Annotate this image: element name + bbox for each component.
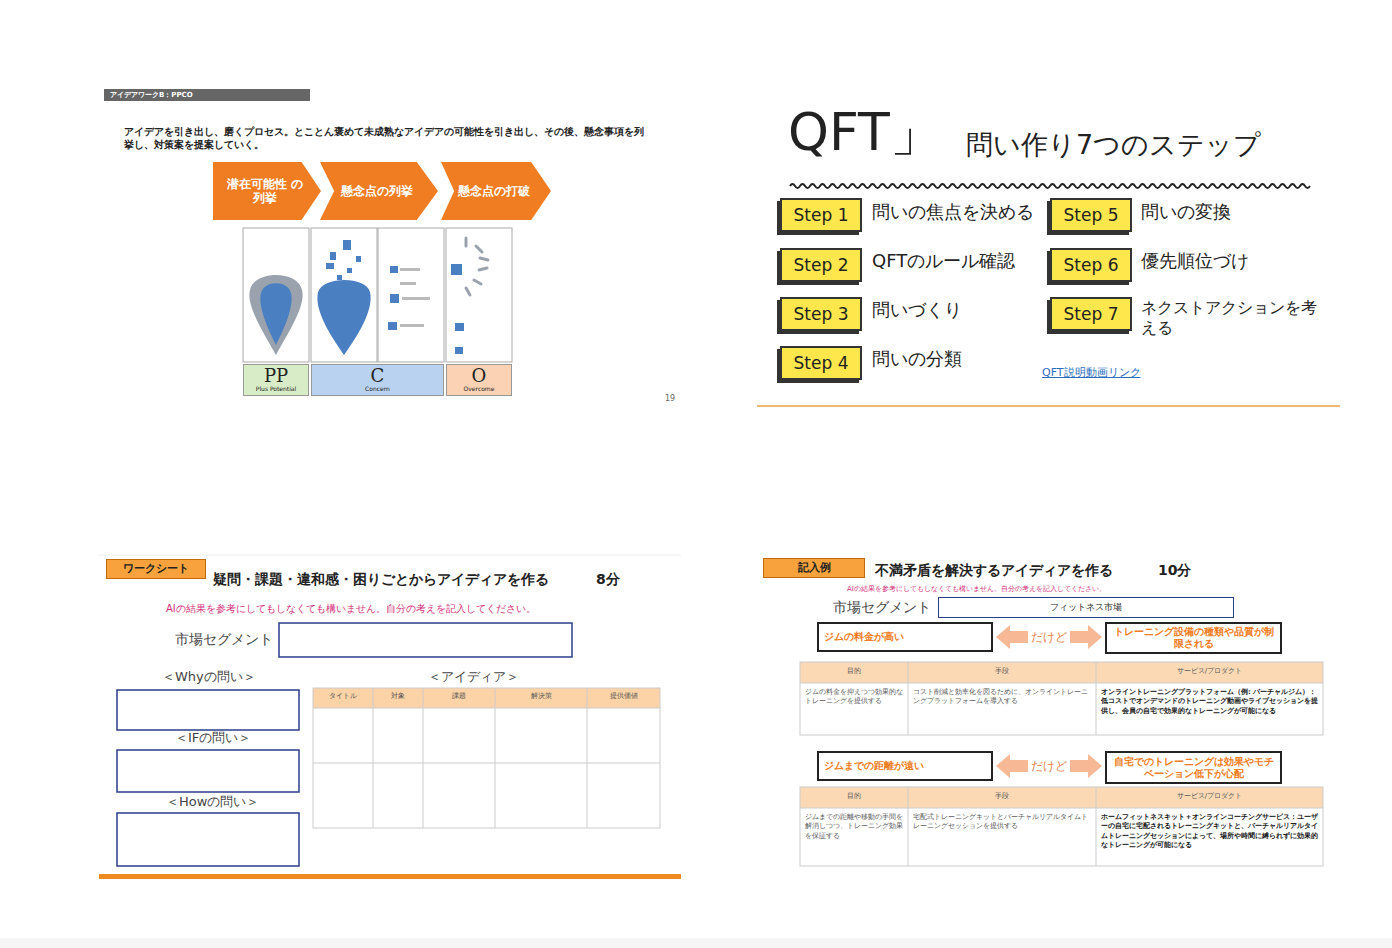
- double-arrow: [996, 625, 1102, 649]
- arrow-step: 懸念点の打破: [441, 162, 551, 220]
- table-header: 対象: [373, 692, 423, 701]
- problem-box: トレーニング設備の種類や品質が制限される: [1105, 622, 1282, 654]
- node-title: フィットネス市場: [1050, 602, 1122, 613]
- note: AIの結果を参考にしてもしなくても構いません。自分の考えを記入してください。: [166, 603, 536, 616]
- step-text: 優先順位づけ: [1141, 250, 1249, 273]
- field-label: 市場セグメント: [833, 599, 931, 617]
- description: アイデアを引き出し、磨くプロセス。とことん褒めて未成熟なアイデアの可能性を引き出…: [124, 126, 649, 151]
- node-title: ジムまでの距離が遠い: [824, 760, 924, 772]
- problem-box: 自宅でのトレーニングは効果やモチベーション低下が心配: [1105, 751, 1282, 784]
- header-bar: アイデアワークB：PPCO: [104, 89, 310, 101]
- table-header: 解決策: [495, 692, 587, 701]
- arrow-step: 懸念点の列挙: [320, 162, 438, 220]
- table-header: 目的: [800, 667, 908, 676]
- step-text: 問いづくり: [872, 299, 962, 322]
- step-box: Step 1: [780, 198, 862, 232]
- field-label: ＜IFの問い＞: [175, 730, 251, 746]
- step-box: Step 2: [780, 248, 862, 282]
- node-title: 懸念点の列挙: [341, 184, 413, 198]
- arrow-step: 潜在可能性 の列挙: [213, 162, 321, 220]
- step-box: Step 4: [780, 346, 862, 380]
- node-title: アイデアワークB：PPCO: [110, 91, 193, 99]
- tag: ワークシート: [106, 559, 206, 579]
- step-box: Step 3: [780, 297, 862, 331]
- tag: 記入例: [763, 558, 865, 578]
- phase-box: PPPlus Potential: [243, 364, 309, 396]
- node-title: Step 1: [794, 205, 849, 225]
- node-title: 自宅でのトレーニングは効果やモチベーション低下が心配: [1112, 756, 1275, 780]
- step-box: Step 6: [1050, 248, 1132, 282]
- node-subtitle: Plus Potential: [256, 385, 296, 392]
- field-label: 市場セグメント: [175, 631, 273, 649]
- table-header: 課題: [423, 692, 495, 701]
- link: QFT説明動画リンク: [1042, 366, 1141, 380]
- node-title: PP: [264, 367, 288, 385]
- problem-box: ジムの料金が高い: [817, 622, 993, 652]
- step-text: 問いの変換: [1141, 201, 1231, 224]
- field-label: ＜Whyの問い＞: [162, 669, 256, 685]
- node-title: Step 6: [1064, 255, 1119, 275]
- step-text: QFTのルール確認: [872, 250, 1015, 273]
- table-header: タイトル: [313, 692, 373, 701]
- field-label: ＜アイディア＞: [428, 669, 519, 685]
- table-cell: オンライントレーニングプラットフォーム（例: バーチャルジム）：低コストでオンデ…: [1101, 688, 1319, 716]
- node-title: ジムの料金が高い: [824, 631, 904, 643]
- phase-box: CConcern: [311, 364, 444, 396]
- time: 8分: [596, 571, 620, 589]
- sheet-title: 不満矛盾を解決するアイディアを作る: [875, 562, 1113, 580]
- node-subtitle: Overcome: [464, 385, 495, 392]
- slide-title: 問い作り7つのステップ: [966, 128, 1261, 162]
- table-cell: ホームフィットネスキット＋オンラインコーチングサービス：ユーザーの自宅に宅配され…: [1101, 813, 1319, 851]
- phase-box: OOvercome: [446, 364, 512, 396]
- sheet-title: 疑問・課題・違和感・困りごとからアイディアを作る: [213, 571, 549, 589]
- input-box: フィットネス市場: [938, 597, 1234, 618]
- step-text: 問いの分類: [872, 348, 962, 371]
- slide-title: QFT」: [788, 100, 942, 165]
- table-cell: 宅配式トレーニングキットとバーチャルリアルタイムトレーニングセッションを提供する: [913, 813, 1091, 832]
- edge-label: だけど: [1028, 759, 1070, 774]
- table-header: 手段: [908, 667, 1096, 676]
- table-header: サービス/プロダクト: [1096, 667, 1323, 676]
- table-header: サービス/プロダクト: [1096, 792, 1323, 801]
- step-text: 問いの焦点を決める: [872, 201, 1034, 224]
- node-title: C: [371, 367, 385, 385]
- node-title: Step 3: [794, 304, 849, 324]
- double-arrow: [996, 754, 1102, 778]
- table-cell: ジムまでの距離や移動の手間を解消しつつ、トレーニング効果を保証する: [805, 813, 903, 841]
- node-title: 潜在可能性 の列挙: [223, 177, 307, 206]
- node-title: Step 2: [794, 255, 849, 275]
- table-cell: コスト削減と効率化を図るために、オンライントレーニングプラットフォームを導入する: [913, 688, 1091, 707]
- node-title: O: [472, 367, 487, 385]
- step-box: Step 5: [1050, 198, 1132, 232]
- node-title: 懸念点の打破: [458, 184, 530, 198]
- node-title: Step 7: [1064, 304, 1119, 324]
- node-title: 記入例: [798, 561, 831, 574]
- problem-box: ジムまでの距離が遠い: [817, 751, 993, 781]
- table-cell: ジムの料金を抑えつつ効果的なトレーニングを提供する: [805, 688, 903, 707]
- node-title: トレーニング設備の種類や品質が制限される: [1112, 626, 1275, 650]
- node-title: Step 5: [1064, 205, 1119, 225]
- field-label: ＜Howの問い＞: [166, 794, 259, 810]
- table-header: 手段: [908, 792, 1096, 801]
- time: 10分: [1158, 562, 1191, 580]
- node-subtitle: Concern: [365, 385, 390, 392]
- step-text: ネクストアクションを考える: [1141, 298, 1321, 338]
- note: AIの結果を参考にしてもしなくても構いません。自分の考えを記入してください。: [847, 585, 1106, 594]
- step-box: Step 7: [1050, 297, 1132, 331]
- node-title: ワークシート: [123, 562, 189, 575]
- table-header: 目的: [800, 792, 908, 801]
- table-header: 提供価値: [587, 692, 660, 701]
- page-number: 19: [665, 394, 675, 405]
- node-title: Step 4: [794, 353, 849, 373]
- edge-label: だけど: [1028, 630, 1070, 645]
